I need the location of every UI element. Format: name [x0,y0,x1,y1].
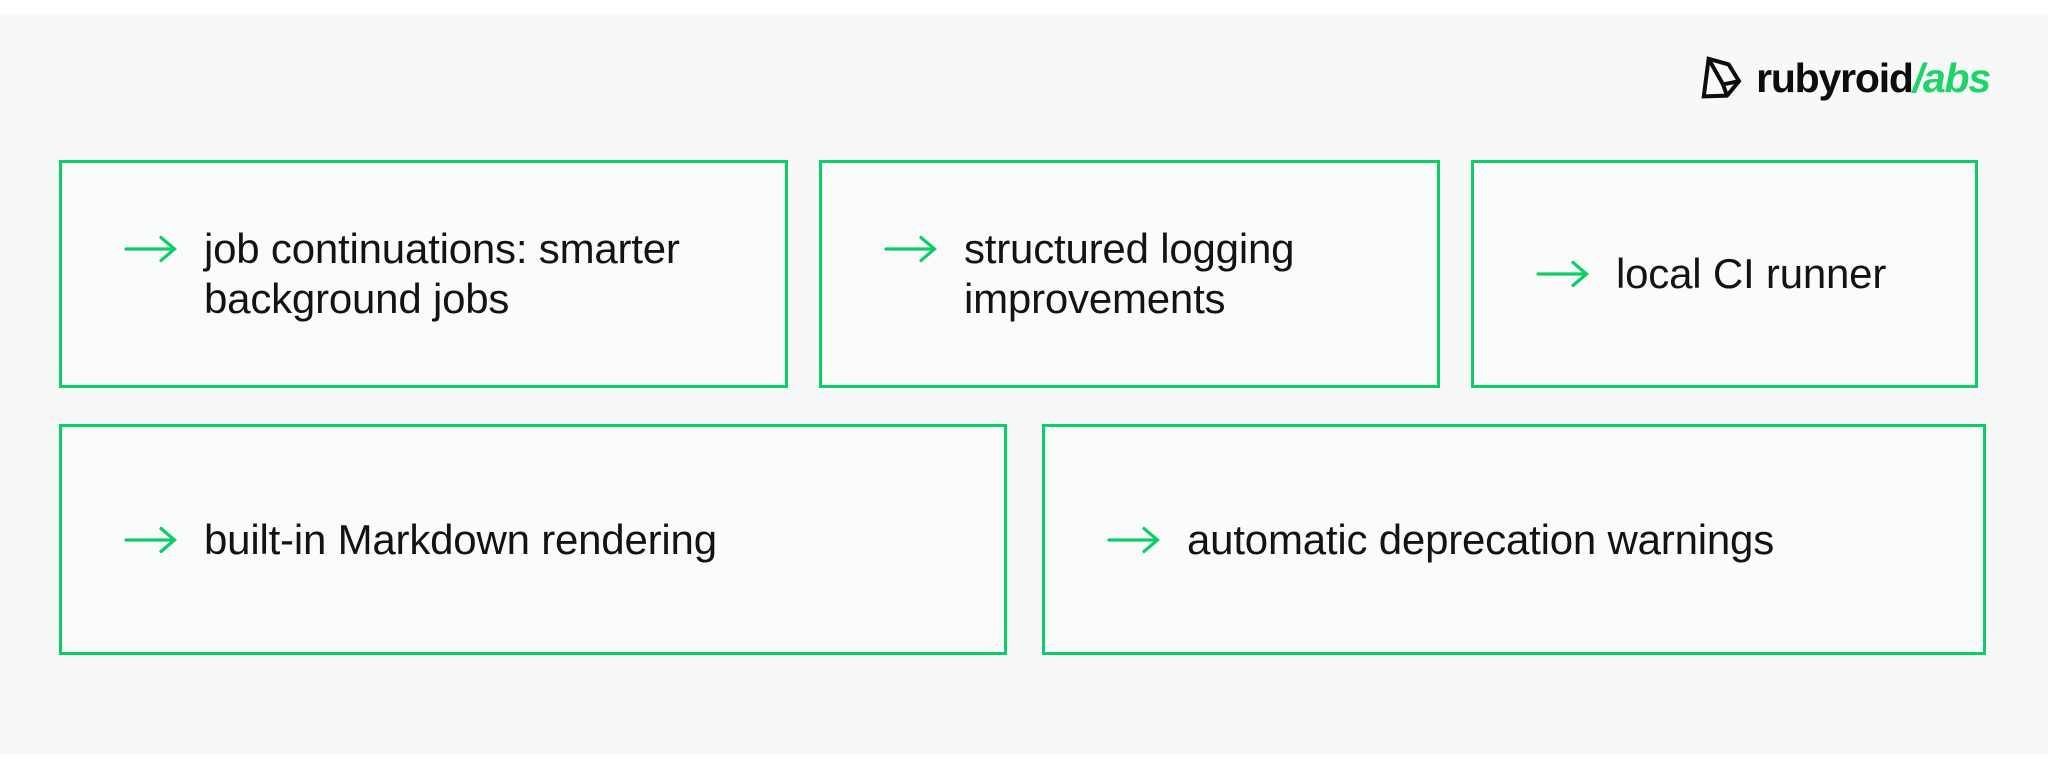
feature-label: automatic deprecation warnings [1187,515,1775,563]
logo-wordmark: rubyroid/abs [1756,54,1991,102]
feature-card-markdown-rendering: built-in Markdown rendering [59,424,1007,655]
feature-card-local-ci-runner: local CI runner [1471,160,1978,388]
arrow-right-icon [1536,249,1590,299]
gem-icon [1695,54,1743,102]
feature-card-deprecation-warnings: automatic deprecation warnings [1042,424,1986,655]
feature-label: local CI runner [1616,250,1887,297]
arrow-right-icon [124,224,178,274]
feature-label: structured logging improvements [964,225,1295,322]
arrow-right-icon [124,515,178,565]
logo-wordmark-primary: rubyroid [1756,54,1914,101]
logo-wordmark-secondary: /abs [1912,54,1991,101]
feature-label: built-in Markdown rendering [204,515,717,563]
feature-label: job continuations: smarter background jo… [204,225,680,322]
arrow-right-icon [884,224,938,274]
feature-card-job-continuations: job continuations: smarter background jo… [59,160,788,388]
rubyroidlabs-logo: rubyroid/abs [1695,54,1991,102]
feature-card-structured-logging: structured logging improvements [819,160,1440,388]
arrow-right-icon [1107,515,1161,565]
